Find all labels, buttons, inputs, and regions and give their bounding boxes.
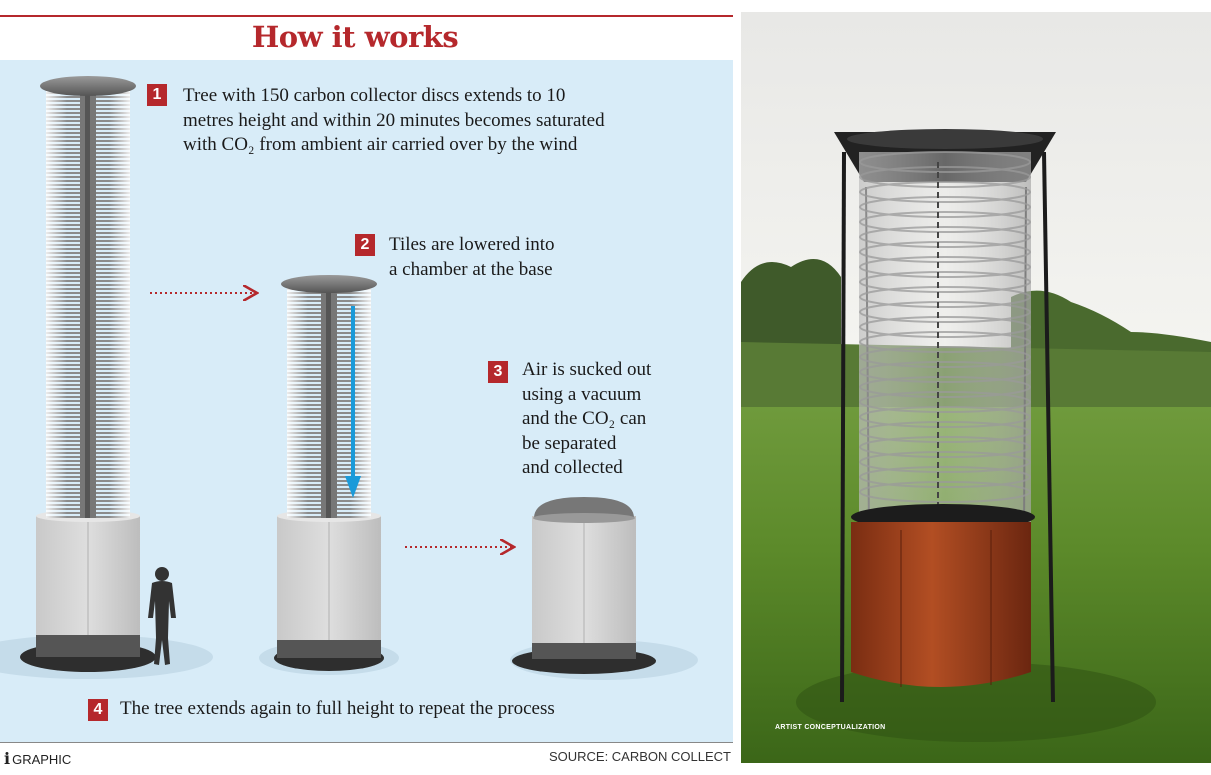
bottom-rule [0,742,733,743]
person-silhouette [148,567,176,665]
step-1-badge: 1 [147,84,167,106]
infographic-panel: How it works [0,15,733,768]
concept-photo: ARTIST CONCEPTUALIZATION [741,12,1211,763]
step-2-badge: 2 [355,234,375,256]
top-rule [0,15,733,17]
brand-mark: i [4,749,11,768]
step-1-text: Tree with 150 carbon collector discs ext… [183,85,605,155]
concept-render [741,12,1211,763]
step-3-text: Air is sucked out using a vacuum and the… [522,359,652,478]
source-credit: SOURCE: CARBON COLLECT [548,749,731,764]
infographic-title: How it works [251,20,459,54]
tree-extended [0,76,213,679]
step-2-text: Tiles are lowered into a chamber at the … [389,234,555,280]
step-4-badge: 4 [88,699,108,721]
tree-retracted [510,497,698,680]
brand-label: GRAPHIC [12,752,72,767]
tree-lowering [259,275,399,675]
photo-caption: ARTIST CONCEPTUALIZATION [775,724,886,731]
step-3-badge: 3 [488,361,508,383]
step-4-text: The tree extends again to full height to… [120,698,555,719]
mechanical-tree-diagram [0,76,698,680]
